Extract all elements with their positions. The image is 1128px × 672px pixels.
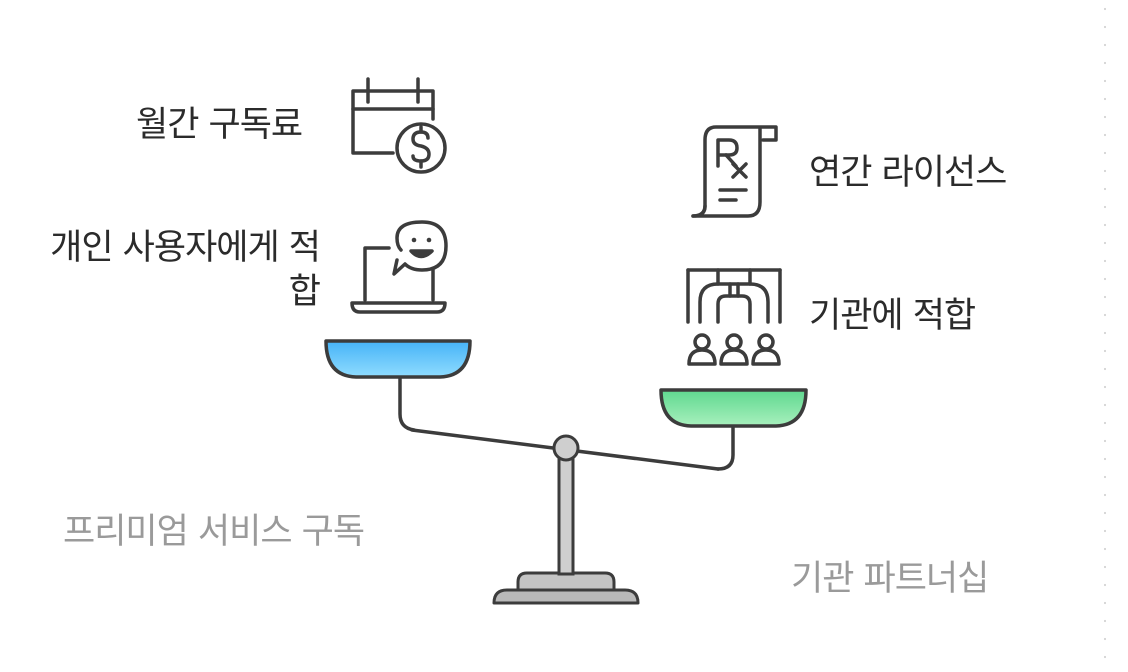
scale-pivot bbox=[552, 434, 580, 462]
monthly-subscription-label: 월간 구독료 bbox=[136, 105, 303, 145]
right-hanger bbox=[716, 423, 735, 471]
premium-subscription-caption: 프리미엄 서비스 구독 bbox=[63, 512, 365, 552]
laptop-chat-icon bbox=[349, 220, 449, 318]
edge-dots-divider bbox=[1104, 0, 1106, 672]
calendar-dollar-icon bbox=[348, 74, 452, 174]
individual-user-label: 개인 사용자에게 적 합 bbox=[20, 226, 321, 314]
right-pan bbox=[659, 388, 808, 428]
left-pan bbox=[324, 339, 472, 379]
left-hanger bbox=[398, 374, 416, 432]
scale-pole bbox=[557, 450, 575, 576]
institution-fit-label: 기관에 적합 bbox=[809, 296, 976, 336]
scale-base-top bbox=[516, 571, 616, 592]
individual-user-label-line2: 합 bbox=[288, 272, 321, 312]
institution-people-icon bbox=[684, 266, 784, 368]
institution-partnership-caption: 기관 파트너십 bbox=[791, 559, 989, 599]
scale-base bbox=[492, 588, 640, 605]
annual-license-label: 연간 라이선스 bbox=[809, 153, 1007, 193]
individual-user-label-line1: 개인 사용자에게 적 bbox=[50, 228, 321, 268]
prescription-document-icon bbox=[688, 122, 780, 222]
